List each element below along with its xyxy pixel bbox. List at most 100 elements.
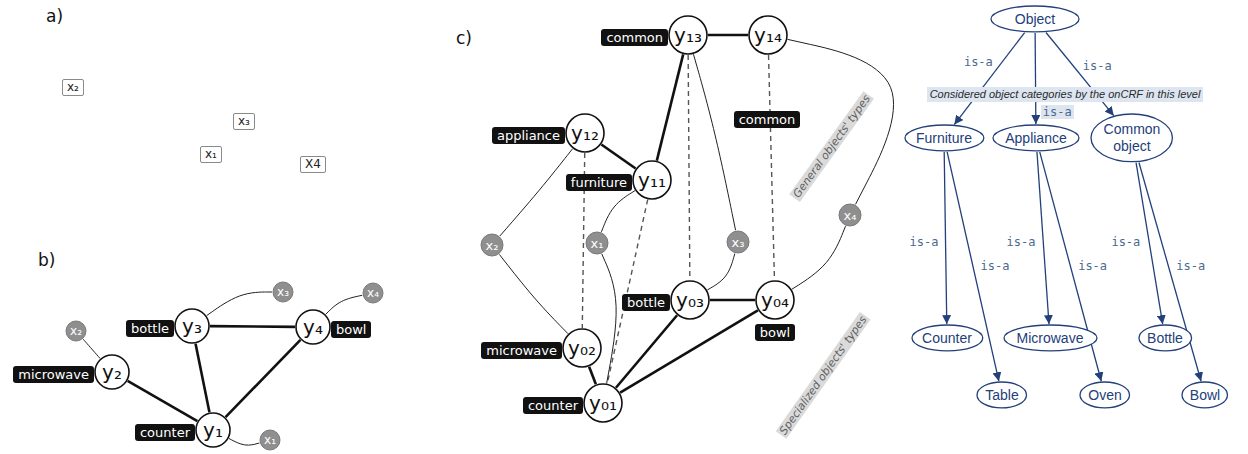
relation-line bbox=[688, 55, 690, 280]
label-holder: a) bbox=[46, 6, 63, 26]
variable-name: x₄ bbox=[367, 287, 379, 299]
class-name: Appliance bbox=[1005, 130, 1067, 147]
panel-letter: a) bbox=[46, 6, 63, 26]
variable-name: x₃ bbox=[732, 236, 745, 249]
variable-name: x₂ bbox=[70, 325, 82, 337]
node-circle bbox=[727, 231, 749, 253]
label-holder: X4 bbox=[300, 153, 326, 173]
class-name: Microwave bbox=[1017, 330, 1084, 347]
relation-label: is-a bbox=[1076, 259, 1109, 273]
tag-holder: microwave bbox=[481, 340, 562, 359]
node-circle bbox=[566, 114, 604, 152]
observation-node: x₁ bbox=[259, 429, 281, 451]
tag-holder: bottle bbox=[622, 292, 670, 311]
observation-node: x₂ bbox=[480, 233, 504, 257]
category-tag: microwave bbox=[481, 342, 562, 359]
class-name: Common object bbox=[1103, 121, 1161, 155]
label-holder: c) bbox=[456, 28, 472, 48]
observation-node: x₃ bbox=[272, 281, 294, 303]
category-tag: counter bbox=[523, 397, 583, 414]
tag-holder: appliance bbox=[492, 125, 565, 144]
node-circle bbox=[175, 309, 209, 343]
tag-holder: furniture bbox=[566, 172, 632, 191]
plane-outline bbox=[460, 55, 905, 215]
cereal-box bbox=[330, 60, 362, 112]
class-ellipse bbox=[1139, 325, 1192, 351]
ontology-class: Object bbox=[990, 5, 1080, 33]
variable-name: x₁ bbox=[591, 237, 604, 250]
class-ellipse bbox=[991, 6, 1079, 32]
ontology-class: Table bbox=[976, 381, 1028, 409]
observation-node: x₂ bbox=[65, 320, 87, 342]
microwave-door bbox=[109, 56, 171, 126]
label-holder: is-a bbox=[1005, 231, 1038, 250]
tag-holder: counter bbox=[135, 422, 195, 441]
relation-line bbox=[83, 339, 100, 358]
node-circle bbox=[671, 281, 709, 319]
class-name: Object bbox=[1015, 11, 1055, 28]
relation-line bbox=[326, 295, 363, 314]
plane-outline bbox=[455, 270, 905, 440]
observation-node: x₄ bbox=[362, 282, 384, 304]
observation-node: x₄ bbox=[838, 203, 862, 227]
variable-name: x₄ bbox=[844, 209, 857, 222]
category-tag: furniture bbox=[566, 174, 632, 191]
variable-name: y₁₃ bbox=[674, 25, 702, 45]
variable-name: y₁₂ bbox=[571, 123, 599, 143]
ontology-class: Microwave bbox=[1003, 324, 1098, 352]
relation-label: is-a bbox=[979, 259, 1012, 273]
node-circle bbox=[363, 283, 383, 303]
wall-tiles bbox=[37, 0, 372, 140]
relation-line bbox=[499, 254, 568, 333]
variable-name: x₁ bbox=[264, 434, 276, 446]
panel-letter: c) bbox=[456, 28, 472, 48]
state-node: y₄bowl bbox=[295, 309, 331, 345]
relation-label: is-a bbox=[1109, 235, 1142, 249]
tag-holder: common bbox=[601, 27, 668, 46]
relation-line bbox=[792, 226, 846, 289]
category-tag: common bbox=[601, 29, 668, 46]
kitchen-photo bbox=[37, 0, 372, 218]
relation-line bbox=[954, 33, 1024, 125]
observation-node: x₁ bbox=[585, 231, 609, 255]
variable-name: x₂ bbox=[486, 239, 499, 252]
class-ellipse bbox=[1091, 114, 1172, 162]
state-node: y₁₂appliance bbox=[565, 113, 605, 153]
layer-plane: y₀₁countery₀₂microwavey₀₃bottley₀₄bowlSp… bbox=[455, 270, 905, 440]
class-ellipse bbox=[1004, 325, 1097, 351]
relation-line bbox=[657, 54, 683, 160]
class-ellipse bbox=[1080, 382, 1130, 408]
relation-line bbox=[601, 191, 635, 232]
label-holder: is-a bbox=[1109, 231, 1142, 250]
ontology-class: Oven bbox=[1079, 381, 1131, 409]
relation-line bbox=[1046, 32, 1114, 115]
relation-line bbox=[207, 292, 272, 316]
variable-name: y₀₁ bbox=[589, 393, 617, 413]
ontology-class: Furniture bbox=[904, 124, 985, 152]
tag-holder: bowl bbox=[755, 322, 795, 341]
wall bbox=[37, 0, 372, 218]
category-tag: common bbox=[734, 111, 801, 128]
callout-label: x₃ bbox=[233, 113, 255, 130]
ontology-class: Counter bbox=[911, 324, 984, 352]
class-name: Bottle bbox=[1147, 330, 1183, 347]
relation-line bbox=[229, 438, 260, 445]
bottle bbox=[262, 104, 278, 124]
tag-holder: bottle bbox=[126, 318, 174, 337]
node-circle bbox=[481, 234, 503, 256]
state-node: y₀₂microwave bbox=[562, 328, 602, 368]
label-holder: is-a bbox=[1174, 255, 1207, 274]
relation-label: is-a bbox=[907, 235, 940, 249]
class-ellipse bbox=[993, 125, 1079, 151]
label-holder: is-a bbox=[1081, 55, 1114, 74]
category-tag: counter bbox=[135, 424, 195, 441]
photo-frame bbox=[38, 1, 372, 218]
counter-outline bbox=[37, 123, 372, 214]
label-holder: b) bbox=[38, 250, 55, 270]
variable-name: y₀₄ bbox=[761, 290, 789, 310]
bowl-outline bbox=[281, 134, 324, 156]
label-holder: is-a bbox=[907, 231, 940, 250]
ontology-class: Common object bbox=[1090, 113, 1173, 163]
variable-name: y₂ bbox=[102, 362, 122, 382]
node-circle bbox=[273, 282, 293, 302]
